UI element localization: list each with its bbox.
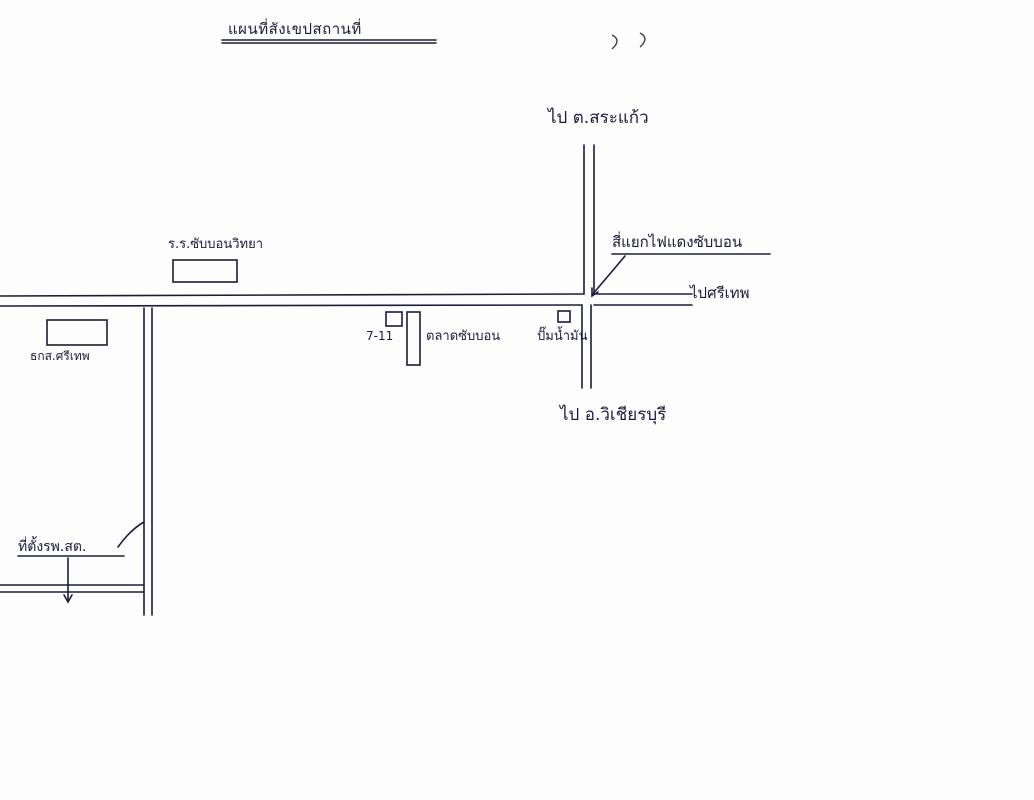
gas-station-label: ปั๊มน้ำมัน xyxy=(537,329,588,344)
school-label: ร.ร.ซับบอนวิทยา xyxy=(168,237,264,252)
main-road-bottom-edge xyxy=(0,304,583,307)
seven-eleven-building xyxy=(385,311,403,327)
corner-scribble xyxy=(611,32,646,50)
map-title: แผนที่สังเขปสถานที่ xyxy=(228,20,362,38)
callout-pointer xyxy=(591,255,626,296)
location-pointer xyxy=(117,521,145,548)
bank-label: ธกส.ศรีเทพ xyxy=(30,349,90,363)
location-down-arrowhead xyxy=(63,594,73,604)
market-label: ตลาดซับบอน xyxy=(426,329,501,344)
gas-station-building xyxy=(557,310,571,323)
intersection-callout: สี่แยกไฟแดงซับบอน xyxy=(612,233,743,251)
seven-eleven-label: 7-11 xyxy=(366,329,394,343)
market-building xyxy=(406,311,421,366)
direction-east-label: ไปศรีเทพ xyxy=(690,284,750,302)
location-label: ที่ตั้งรพ.สต. xyxy=(18,539,87,555)
direction-north-label: ไป ต.สระแก้ว xyxy=(548,108,649,128)
bank-building xyxy=(46,319,108,346)
main-road-top-edge xyxy=(0,293,585,297)
direction-south-label: ไป อ.วิเชียรบุรี xyxy=(560,405,667,425)
school-building xyxy=(172,259,238,283)
callout-arrowhead xyxy=(591,287,599,298)
